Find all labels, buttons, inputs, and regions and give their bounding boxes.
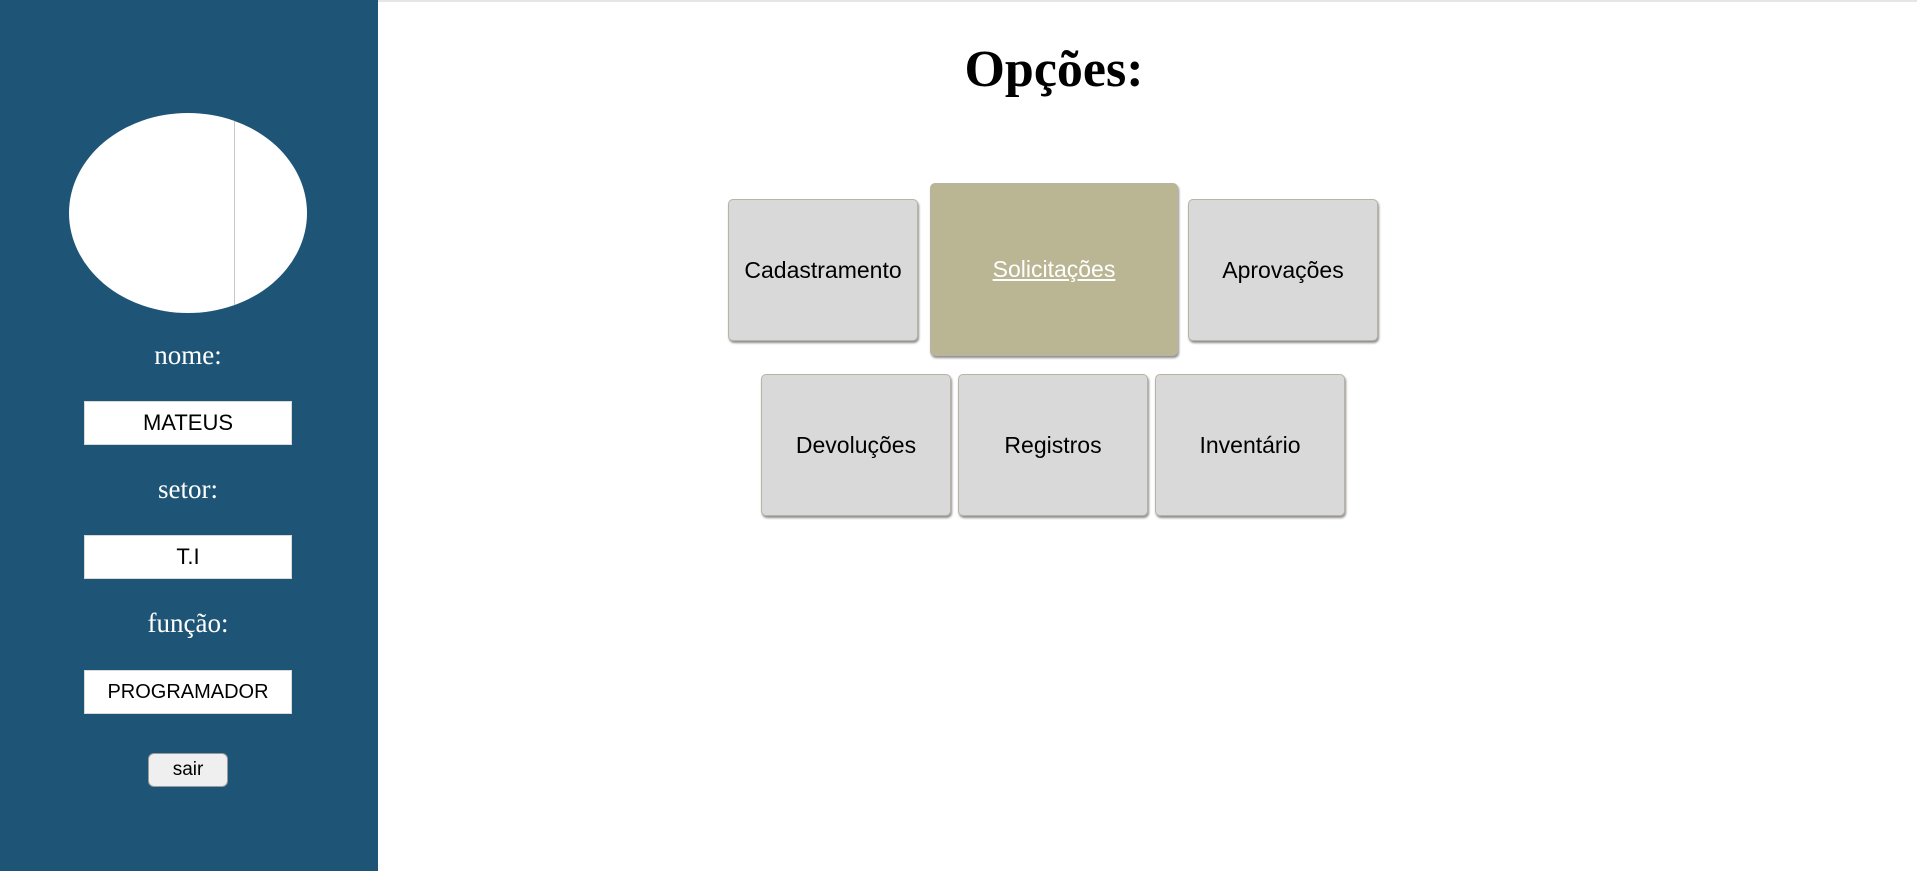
page-title: Opções:	[964, 41, 1144, 98]
top-border	[0, 0, 1917, 2]
avatar-divider	[234, 113, 235, 313]
name-field[interactable]	[84, 401, 292, 445]
name-label: nome:	[154, 340, 222, 370]
option-cadastramento-button[interactable]: Cadastramento	[728, 199, 918, 341]
sector-field[interactable]	[84, 535, 292, 579]
option-solicitacoes-button[interactable]: Solicitações	[930, 183, 1178, 356]
avatar-alt-text: al	[107, 116, 118, 131]
option-aprovacoes-button[interactable]: Aprovações	[1188, 199, 1378, 341]
sidebar: al nome: setor: função: sair	[0, 0, 378, 871]
role-label: função:	[147, 608, 229, 638]
option-registros-button[interactable]: Registros	[958, 374, 1148, 516]
logout-button[interactable]: sair	[148, 753, 228, 787]
option-devolucoes-button[interactable]: Devoluções	[761, 374, 951, 516]
option-inventario-button[interactable]: Inventário	[1155, 374, 1345, 516]
avatar: al	[69, 113, 307, 313]
role-field[interactable]	[84, 670, 292, 714]
sector-label: setor:	[158, 474, 218, 504]
